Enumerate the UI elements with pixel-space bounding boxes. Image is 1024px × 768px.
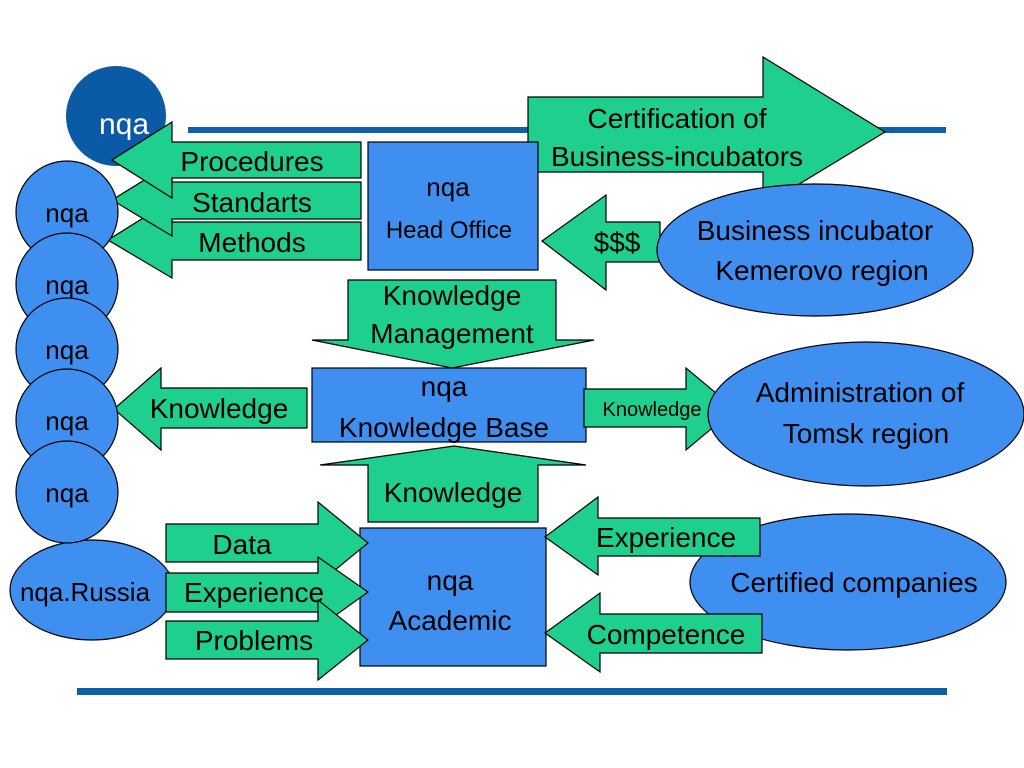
certification-arrow: Certification of Business-incubators — [527, 55, 887, 208]
knowledge-up-arrow-label: Knowledge — [384, 477, 523, 508]
knowledge-management-line1: Knowledge — [383, 280, 522, 311]
business-incubator-node: Business incubator Kemerovo region — [656, 183, 974, 317]
head-office-line2: Head Office — [386, 217, 512, 244]
academic-line1: nqa — [427, 565, 474, 596]
administration-line2: Tomsk region — [783, 418, 950, 449]
knowledge-up-arrow: Knowledge — [319, 445, 587, 523]
administration-line1: Administration of — [756, 377, 965, 408]
data-arrow-label: Data — [212, 529, 272, 560]
experience-in-arrow-label: Experience — [184, 577, 324, 608]
certification-arrow-line1: Certification of — [588, 103, 767, 134]
certified-companies-label: Certified companies — [730, 567, 977, 598]
standarts-arrow-label: Standarts — [192, 187, 312, 218]
experience-out-arrow: Experience — [543, 495, 761, 577]
certified-companies-node: Certified companies — [689, 513, 1007, 651]
methods-arrow-label: Methods — [198, 227, 305, 258]
problems-arrow-label: Problems — [195, 625, 313, 656]
nqa-circle-5-label: nqa — [45, 478, 89, 508]
problems-arrow: Problems — [165, 598, 369, 682]
knowledge-base-line1: nqa — [421, 371, 468, 402]
nqa-circle-3-label: nqa — [45, 335, 89, 365]
knowledge-management-arrow: Knowledge Management — [311, 279, 595, 369]
academic-line2: Academic — [389, 605, 512, 636]
procedures-arrow-label: Procedures — [180, 146, 323, 177]
nqa-circle-4: nqa — [15, 368, 119, 472]
knowledge-right-arrow: Knowledge — [583, 366, 736, 452]
nqa-russia-node: nqa.Russia — [9, 539, 175, 641]
knowledge-left-arrow: Knowledge — [113, 366, 308, 452]
knowledge-management-line2: Management — [370, 318, 534, 349]
data-arrow: Data — [165, 500, 369, 586]
knowledge-left-arrow-label: Knowledge — [150, 393, 289, 424]
experience-out-arrow-label: Experience — [596, 522, 736, 553]
nqa-circle-2-label: nqa — [45, 270, 89, 300]
certification-arrow-line2: Business-incubators — [551, 141, 803, 172]
administration-node: Administration of Tomsk region — [707, 341, 1024, 487]
money-arrow: $$$ — [540, 193, 661, 292]
logo-text: nqa — [99, 108, 149, 141]
academic-box: nqa Academic — [359, 527, 547, 667]
nqa-circle-1-label: nqa — [45, 198, 89, 228]
nqa-circle-1: nqa — [15, 160, 119, 264]
competence-arrow-label: Competence — [587, 619, 746, 650]
nqa-circle-5: nqa — [15, 440, 119, 544]
competence-arrow: Competence — [543, 591, 763, 674]
procedures-arrow: Procedures — [110, 120, 362, 200]
head-office-line1: nqa — [426, 172, 470, 202]
money-arrow-label: $$$ — [594, 227, 641, 258]
head-office-box: nqa Head Office — [367, 141, 539, 271]
nqa-russia-label: nqa.Russia — [20, 577, 151, 607]
nqa-circle-3: nqa — [15, 297, 119, 401]
knowledge-base-box: nqa Knowledge Base — [311, 367, 587, 443]
nqa-circle-4-label: nqa — [45, 406, 89, 436]
standarts-arrow: Standarts — [110, 161, 362, 238]
knowledge-right-arrow-label: Knowledge — [603, 399, 702, 421]
business-incubator-line1: Business incubator — [697, 215, 934, 246]
knowledge-base-line2: Knowledge Base — [339, 412, 549, 443]
bottom-rule — [77, 688, 947, 695]
business-incubator-line2: Kemerovo region — [715, 255, 928, 286]
